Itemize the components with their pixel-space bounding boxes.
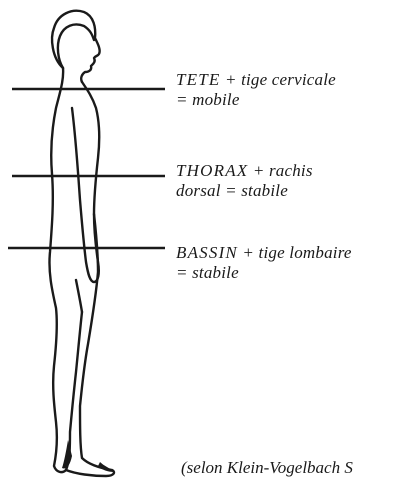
head-outline	[52, 11, 100, 82]
thorax-segment-name: THORAX	[176, 161, 248, 180]
head-segment-desc: tige cervicale	[241, 70, 336, 89]
head-plus-sign: +	[225, 70, 237, 89]
pelvis-segment-name: BASSIN	[176, 243, 238, 262]
head-segment-label: TETE + tige cervicale = mobile	[176, 70, 336, 110]
thorax-segment-desc: rachis	[269, 161, 313, 180]
hair-outline	[58, 24, 94, 68]
head-label-line1: TETE + tige cervicale	[176, 70, 336, 90]
thorax-segment-label: THORAX + rachis dorsal = stabile	[176, 161, 313, 201]
back-outline	[49, 68, 82, 472]
head-label-line2: = mobile	[176, 90, 336, 110]
leg-inner-line	[76, 280, 82, 312]
thorax-plus-sign: +	[253, 161, 265, 180]
source-caption: (selon Klein-Vogelbach S	[181, 458, 353, 478]
thorax-label-line1: THORAX + rachis	[176, 161, 313, 181]
toe-mark	[98, 462, 114, 472]
pelvis-segment-desc: tige lombaire	[259, 243, 352, 262]
pelvis-label-line1: BASSIN + tige lombaire	[176, 243, 352, 263]
thorax-label-line2: dorsal = stabile	[176, 181, 313, 201]
pelvis-label-line2: = stabile	[176, 263, 352, 283]
pelvis-plus-sign: +	[242, 243, 254, 262]
pelvis-segment-label: BASSIN + tige lombaire = stabile	[176, 243, 352, 283]
head-segment-name: TETE	[176, 70, 220, 89]
